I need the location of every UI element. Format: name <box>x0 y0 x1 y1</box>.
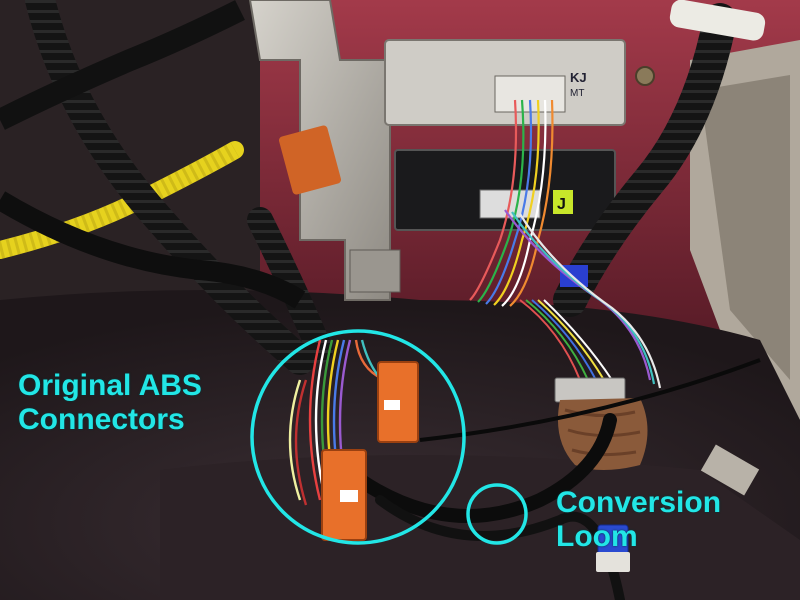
conversion-wires <box>519 299 613 381</box>
ecu-upper-sublabel: MT <box>570 88 584 99</box>
corrugated-loom-center <box>247 207 333 363</box>
conv-annotation-line2: Loom <box>556 520 638 553</box>
zip-tie <box>669 0 766 41</box>
floor-clip <box>700 444 760 496</box>
corrugated-loom-left <box>25 0 315 375</box>
ecu-upper-label: KJ <box>570 70 587 85</box>
white-end-connector <box>596 552 630 572</box>
ecu-lower-tag <box>553 190 573 214</box>
carpet-ridge <box>160 455 800 600</box>
conv-annotation-line1: Conversion <box>556 486 722 519</box>
abs-highlight-circle <box>250 329 466 545</box>
black-harness-upper-left <box>0 0 245 130</box>
ecu-lower-label: J <box>557 196 566 213</box>
yellow-harness-texture <box>0 142 240 259</box>
side-trim-shadow <box>700 75 790 380</box>
bracket-slot <box>349 249 401 293</box>
conversion-loom-cable <box>353 413 617 523</box>
loom-highlight-circle <box>466 483 528 545</box>
thin-black-wire <box>419 358 761 442</box>
abs-connector-lower-latch <box>340 490 358 502</box>
black-harness-mid-left <box>0 191 306 309</box>
orange-relay <box>278 125 342 195</box>
conversion-loom-annotation: Conversion Loom <box>556 486 721 554</box>
abs-annotation-line2: Connectors <box>18 403 185 436</box>
abs-connectors-annotation: Original ABS Connectors <box>18 369 202 437</box>
wire-bundle <box>469 99 662 389</box>
corrugated-loom-right <box>553 3 737 317</box>
ecu-mount-bolt <box>635 66 655 86</box>
abs-annotation-line1: Original ABS <box>18 369 202 402</box>
gray-connector <box>554 377 626 403</box>
abs-connector-upper-latch <box>384 400 400 410</box>
